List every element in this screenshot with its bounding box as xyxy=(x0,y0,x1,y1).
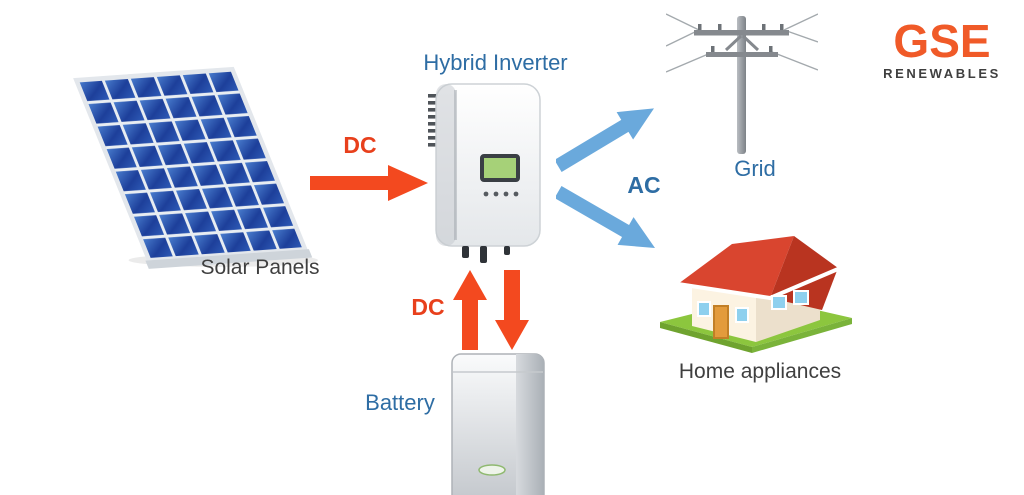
dc-arrow-shape xyxy=(310,165,428,201)
dc-arrow-battery-to-inverter-icon xyxy=(453,270,487,350)
ac-arrow-grid-shape xyxy=(556,108,655,173)
grid-label: Grid xyxy=(734,156,776,181)
dc-arrow-inverter-to-battery-icon xyxy=(495,270,529,350)
ac-arrow-home-shape xyxy=(556,185,655,248)
dc-solar-label: DC xyxy=(343,132,377,158)
ac-arrow-to-home-icon xyxy=(556,185,655,248)
hybrid-inverter-label: Hybrid Inverter xyxy=(423,50,568,75)
ac-label: AC xyxy=(627,172,661,198)
hybrid-inverter-icon xyxy=(428,83,541,263)
house-icon xyxy=(660,236,852,353)
solar-panels-label: Solar Panels xyxy=(200,256,320,279)
logo-subtitle-text: RENEWABLES xyxy=(883,66,1001,81)
dc-arrow-up-shape xyxy=(453,270,487,350)
grid-pole-icon xyxy=(666,13,818,154)
dc-arrow-down-shape xyxy=(495,270,529,350)
logo-name-text: GSE xyxy=(893,15,991,67)
gse-logo: GSE RENEWABLES xyxy=(868,18,1016,81)
ac-arrow-to-grid-icon xyxy=(556,108,655,173)
solar-panel-icon xyxy=(73,66,318,269)
home-appliances-label: Home appliances xyxy=(678,360,842,383)
dc-battery-label: DC xyxy=(411,294,445,320)
battery-icon xyxy=(451,353,545,495)
dc-arrow-solar-to-inverter-icon xyxy=(310,165,428,201)
battery-label: Battery xyxy=(365,390,435,415)
